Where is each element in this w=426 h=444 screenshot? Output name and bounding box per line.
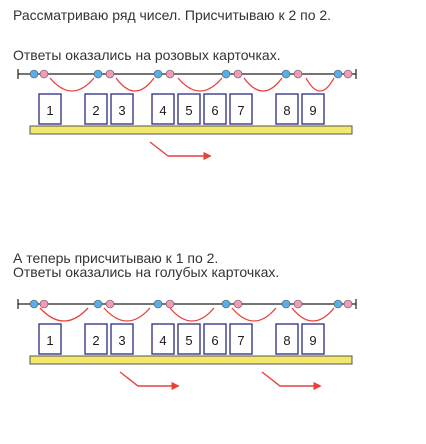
jump-arc <box>243 77 283 92</box>
text-line-3: А теперь присчитываю к 1 по 2. <box>13 250 219 266</box>
number-card <box>301 323 325 355</box>
jump-arc <box>231 307 277 322</box>
jump-arc <box>39 307 89 322</box>
number-card <box>177 323 201 355</box>
number-card <box>203 93 227 125</box>
yellow-bar <box>29 125 353 135</box>
number-card <box>84 323 108 355</box>
card-number: 6 <box>211 103 218 118</box>
illustration-count-from-1: 1 2 3 4 5 6 7 8 9 <box>17 299 357 391</box>
bead <box>221 69 231 79</box>
jump-arc <box>115 77 155 92</box>
number-card <box>110 93 134 125</box>
card-number: 5 <box>185 103 192 118</box>
card-number: 7 <box>237 333 244 348</box>
card-number: 4 <box>159 103 166 118</box>
bead <box>293 299 303 309</box>
jump-arc <box>103 307 151 322</box>
card-number: 2 <box>92 103 99 118</box>
card-number: 8 <box>283 103 290 118</box>
yellow-bar <box>29 355 353 365</box>
bead <box>105 299 115 309</box>
bead <box>39 299 49 309</box>
card-number: 7 <box>237 103 244 118</box>
bead <box>281 299 291 309</box>
number-card <box>110 323 134 355</box>
text-line-2: Ответы оказались на розовых карточках. <box>13 47 281 63</box>
bead <box>333 69 343 79</box>
text-line-1: Рассматриваю ряд чисел. Присчитываю к 2 … <box>13 7 332 23</box>
bead <box>29 299 39 309</box>
bottom-arrow <box>261 371 322 391</box>
bead <box>165 299 175 309</box>
bead <box>343 69 353 79</box>
number-card <box>177 93 201 125</box>
card-number: 6 <box>211 333 218 348</box>
card-number: 2 <box>92 333 99 348</box>
jump-arc <box>169 307 215 322</box>
card-number: 3 <box>118 103 125 118</box>
bead <box>281 69 291 79</box>
bead <box>233 299 243 309</box>
card-number: 1 <box>46 333 53 348</box>
number-card <box>203 323 227 355</box>
bead <box>165 69 175 79</box>
number-card <box>275 93 299 125</box>
card-number: 1 <box>46 103 53 118</box>
number-card <box>275 323 299 355</box>
card-number: 9 <box>309 103 316 118</box>
bead <box>153 299 163 309</box>
bead <box>233 69 243 79</box>
bead <box>93 299 103 309</box>
card-number: 3 <box>118 333 125 348</box>
bead <box>93 69 103 79</box>
number-card <box>84 93 108 125</box>
number-card <box>151 93 175 125</box>
bead <box>221 299 231 309</box>
bead <box>333 299 343 309</box>
jump-arc <box>177 77 223 92</box>
bead <box>39 69 49 79</box>
card-number: 9 <box>309 333 316 348</box>
number-card <box>301 93 325 125</box>
bead <box>29 69 39 79</box>
illustration-count-from-2: 1 2 3 4 5 6 7 8 9 <box>17 69 357 161</box>
bead <box>343 299 353 309</box>
card-number: 5 <box>185 333 192 348</box>
bead <box>153 69 163 79</box>
jump-arc <box>49 77 95 92</box>
bottom-arrow <box>119 371 180 391</box>
card-number: 8 <box>283 333 290 348</box>
number-card <box>38 93 62 125</box>
number-card <box>151 323 175 355</box>
number-card <box>229 93 253 125</box>
bead <box>293 69 303 79</box>
bead <box>105 69 115 79</box>
jump-arc <box>291 307 335 322</box>
jump-arc <box>305 77 335 92</box>
card-number: 4 <box>159 333 166 348</box>
number-card <box>38 323 62 355</box>
text-line-4: Ответы оказались на голубых карточках. <box>13 264 280 280</box>
bottom-arrow <box>149 141 169 157</box>
number-card <box>229 323 253 355</box>
